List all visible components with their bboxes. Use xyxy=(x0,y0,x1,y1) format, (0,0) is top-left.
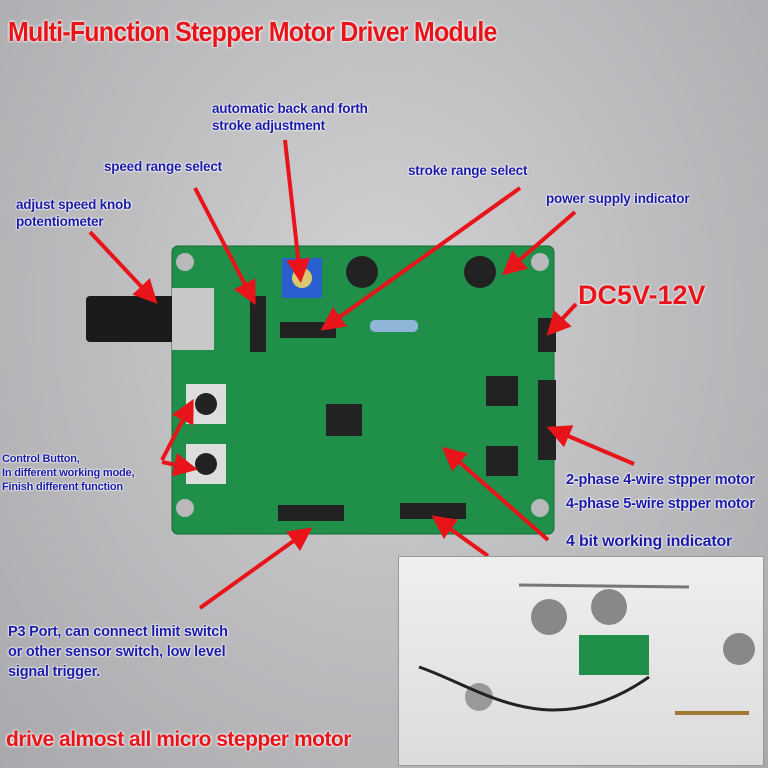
label-working-indicator: 4 bit working indicator xyxy=(566,533,733,550)
label-4phase-motor: 4-phase 5-wire stpper motor xyxy=(566,496,755,512)
label-line: P3 Port, can connect limit switch xyxy=(8,624,228,640)
label-speed-range: speed range select xyxy=(104,159,222,174)
label-line: adjust speed knob xyxy=(16,197,132,212)
label-line: potentiometer xyxy=(16,214,104,229)
label-p3-port: P3 Port, can connect limit switch or oth… xyxy=(8,622,228,682)
motor-photo-inset xyxy=(398,556,764,766)
label-stroke-adjustment: automatic back and forth stroke adjustme… xyxy=(212,100,368,134)
label-line: automatic back and forth xyxy=(212,101,368,116)
label-control-button: Control Button, In different working mod… xyxy=(2,452,135,494)
label-line: stroke adjustment xyxy=(212,118,325,133)
label-voltage: DC5V-12V xyxy=(578,280,706,310)
speed-knob xyxy=(86,296,176,342)
label-stroke-range: stroke range select xyxy=(408,163,528,178)
label-line: Finish different function xyxy=(2,481,123,493)
label-line: In different working mode, xyxy=(2,467,135,479)
page-title: Multi-Function Stepper Motor Driver Modu… xyxy=(8,16,497,48)
label-line: signal trigger. xyxy=(8,664,101,680)
label-line: or other sensor switch, low level xyxy=(8,644,226,660)
label-speed-knob: adjust speed knob potentiometer xyxy=(16,196,131,230)
label-line: Control Button, xyxy=(2,453,80,465)
label-2phase-motor: 2-phase 4-wire stpper motor xyxy=(566,472,755,488)
label-power-indicator: power supply indicator xyxy=(546,191,690,206)
bottom-caption: drive almost all micro stepper motor xyxy=(6,728,351,751)
